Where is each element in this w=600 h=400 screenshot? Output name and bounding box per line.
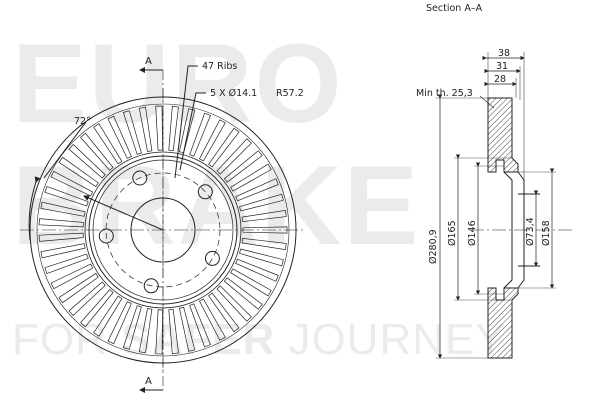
ribs-leader [174,65,198,179]
section-title: Section A–A [426,3,483,14]
diameter-73-4-label: Ø73,4 [525,217,536,246]
rib [122,110,142,155]
rib [50,263,94,290]
bolt-hole [98,228,114,244]
ribs-label: 47 Ribs [202,61,237,72]
rib [241,210,287,222]
watermark-tagline-bold: SAFER [121,315,276,364]
angle-arc [28,176,41,241]
diameter-146-label: Ø146 [467,220,478,246]
rib [239,248,284,267]
diameter-165-label: Ø165 [447,220,458,246]
rib [178,306,196,352]
rib [216,285,252,322]
section-ring-top [487,97,519,173]
radius-label: R57.2 [276,88,304,99]
rib [199,298,226,341]
rib [178,108,196,154]
rib [235,178,279,202]
rib [138,106,153,152]
diameter-158-label: Ø158 [541,220,552,246]
rib [38,218,84,228]
rib [208,127,240,168]
rib [40,243,86,259]
diameter-280-9-label: Ø280,9 [428,229,439,264]
min-thickness-label: Min th. 25,3 [416,88,473,99]
rib [93,123,123,165]
rib [208,292,240,333]
rib [223,277,263,310]
section-ring-bottom [487,287,519,359]
rib [189,112,211,157]
rib [68,281,106,317]
rib [216,138,252,175]
width-28-label: 28 [494,74,506,85]
bolt-holes [98,170,220,294]
rib [230,268,272,297]
bolt-hole [197,184,213,200]
rib [168,308,179,355]
bolt-hole [132,170,148,186]
watermark-tagline-end: JOURNEY [275,315,506,364]
rib [93,295,123,337]
rib [189,303,211,348]
rib [107,115,132,159]
bolt-leader [179,92,206,171]
rib [155,309,163,355]
width-38-label: 38 [498,48,510,59]
rib [44,185,89,207]
bolt-hole [204,250,220,266]
rib [50,170,94,197]
rib [223,150,263,183]
section-marker-bottom: A [145,376,152,387]
front-view [20,65,306,393]
rib [122,305,142,350]
rib [58,156,99,188]
rib [155,105,163,151]
watermark-tagline: FOR SAFER JOURNEY [12,318,506,362]
watermark-brake: BRAKE [12,143,421,268]
rib [58,272,99,304]
rib [242,226,288,234]
watermark-tagline-start: FOR [12,315,122,364]
rib [44,253,89,275]
rib [138,308,153,354]
rib [38,232,84,242]
rib [235,258,279,282]
rib [107,301,132,345]
bolt-label: 5 X Ø14.1 [210,88,257,99]
rib [168,105,179,152]
radius-leader [83,195,164,231]
rib [80,132,114,171]
rib [68,143,106,179]
rib [80,289,114,328]
angle-leader [43,121,87,179]
angle-label: 72° [74,116,91,127]
section-view [436,52,575,359]
width-31-label: 31 [496,61,508,72]
rib [239,193,284,212]
rib [230,163,272,192]
ribs [38,105,288,355]
rib [40,201,86,217]
section-marker-top: A [145,56,152,67]
rib [241,238,287,250]
rib [199,119,226,162]
bolt-hole [143,278,159,294]
